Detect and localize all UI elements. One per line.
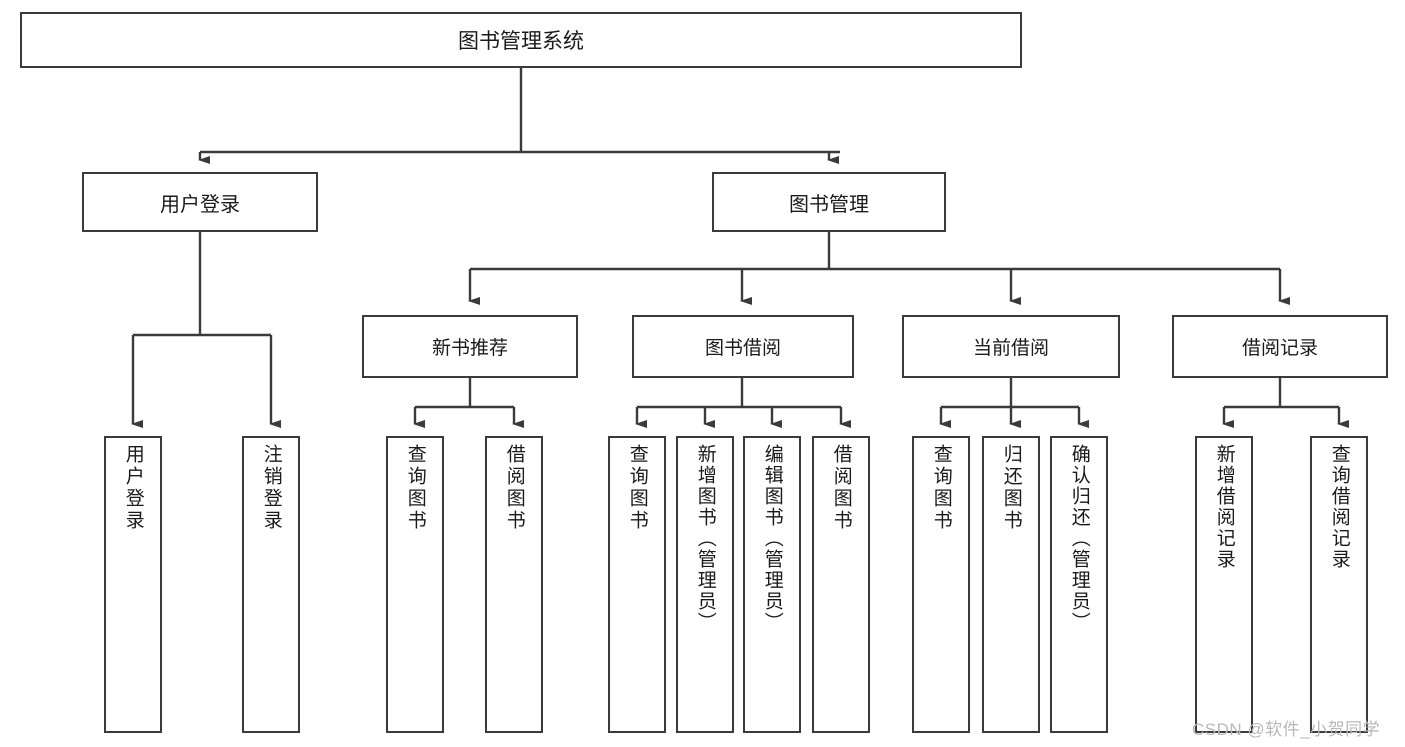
- node-user-login[interactable]: 用户登录: [82, 172, 318, 232]
- node-current-borrow[interactable]: 当前借阅: [902, 315, 1120, 378]
- node-label: 查询图书: [404, 444, 426, 532]
- leaf-add-book-admin[interactable]: 新增图书（管理员）: [676, 436, 734, 733]
- leaf-borrow-book-borrow[interactable]: 借阅图书: [812, 436, 870, 733]
- leaf-add-borrow-record[interactable]: 新增借阅记录: [1195, 436, 1253, 733]
- leaf-confirm-return-admin[interactable]: 确认归还（管理员）: [1050, 436, 1108, 733]
- node-book-management[interactable]: 图书管理: [712, 172, 946, 232]
- node-label: 归还图书: [1000, 444, 1022, 532]
- node-label: 图书借阅: [704, 338, 781, 359]
- leaf-query-borrow-record[interactable]: 查询借阅记录: [1310, 436, 1368, 733]
- node-book-borrow[interactable]: 图书借阅: [632, 315, 854, 378]
- node-label: 借阅记录: [1241, 338, 1318, 359]
- leaf-borrow-book-new[interactable]: 借阅图书: [485, 436, 543, 733]
- node-borrow-record[interactable]: 借阅记录: [1172, 315, 1388, 378]
- node-label: 图书管理系统: [458, 30, 584, 53]
- node-label: 当前借阅: [972, 338, 1049, 359]
- node-label: 新书推荐: [431, 338, 508, 359]
- leaf-query-book-borrow[interactable]: 查询图书: [608, 436, 666, 733]
- node-new-book-recommend[interactable]: 新书推荐: [362, 315, 578, 378]
- node-label: 查询借阅记录: [1328, 444, 1350, 570]
- leaf-query-book-current[interactable]: 查询图书: [912, 436, 970, 733]
- node-label: 图书管理: [789, 193, 869, 216]
- leaf-edit-book-admin[interactable]: 编辑图书（管理员）: [743, 436, 801, 733]
- node-label: 编辑图书（管理员）: [761, 444, 783, 633]
- node-label: 用户登录: [122, 444, 144, 532]
- node-label: 注销登录: [260, 444, 282, 532]
- node-label: 新增图书（管理员）: [694, 444, 716, 633]
- node-label: 确认归还（管理员）: [1068, 444, 1090, 633]
- node-label: 借阅图书: [830, 444, 852, 532]
- leaf-user-login[interactable]: 用户登录: [104, 436, 162, 733]
- leaf-return-book[interactable]: 归还图书: [982, 436, 1040, 733]
- node-label: 新增借阅记录: [1213, 444, 1235, 570]
- leaf-logout[interactable]: 注销登录: [242, 436, 300, 733]
- watermark-text: CSDN @软件_小贺同学: [1192, 720, 1381, 739]
- leaf-query-book-new[interactable]: 查询图书: [386, 436, 444, 733]
- node-label: 用户登录: [160, 193, 240, 216]
- node-label: 查询图书: [930, 444, 952, 532]
- node-label: 查询图书: [626, 444, 648, 532]
- node-root-system[interactable]: 图书管理系统: [20, 12, 1022, 68]
- node-label: 借阅图书: [503, 444, 525, 532]
